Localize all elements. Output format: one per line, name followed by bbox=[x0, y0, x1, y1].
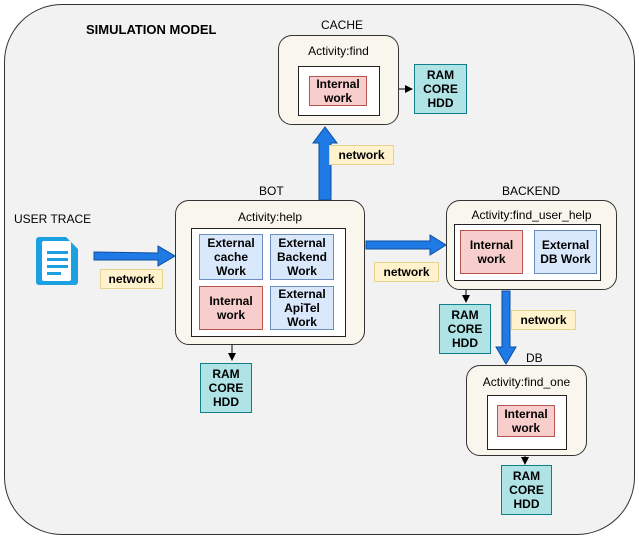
backend-resources: RAM CORE HDD bbox=[439, 304, 491, 354]
backend-external-db-work: External DB Work bbox=[534, 230, 597, 274]
diagram-title: SIMULATION MODEL bbox=[86, 22, 217, 37]
cache-activity-panel: Internal work bbox=[298, 66, 380, 116]
network-label-bot-backend: network bbox=[374, 262, 439, 282]
bot-label: BOT bbox=[259, 184, 284, 198]
db-activity: Activity:find_one bbox=[482, 375, 571, 389]
cache-service: Activity:find Internal work bbox=[278, 35, 399, 125]
arrow-user-to-bot bbox=[93, 245, 176, 267]
bot-internal-work: Internal work bbox=[199, 286, 263, 330]
backend-activity: Activity:find_user_help bbox=[471, 208, 592, 222]
db-activity-panel: Internal work bbox=[487, 395, 567, 450]
db-internal-work: Internal work bbox=[497, 405, 555, 437]
bot-external-backend-work: External Backend Work bbox=[270, 234, 334, 280]
arrow-bot-to-backend bbox=[365, 234, 447, 256]
bot-resources: RAM CORE HDD bbox=[200, 363, 252, 413]
network-label-user-bot: network bbox=[100, 269, 163, 289]
document-icon bbox=[35, 234, 81, 286]
cache-activity: Activity:find bbox=[308, 44, 369, 58]
backend-activity-panel: Internal work External DB Work bbox=[454, 224, 601, 281]
backend-label: BACKEND bbox=[502, 184, 561, 198]
cache-resources: RAM CORE HDD bbox=[414, 64, 467, 114]
arrow-backend-to-db bbox=[495, 290, 517, 365]
cache-internal-work: Internal work bbox=[309, 76, 367, 106]
db-service: Activity:find_one Internal work bbox=[466, 365, 587, 456]
network-label-bot-cache: network bbox=[329, 145, 394, 165]
user-trace-label: USER TRACE bbox=[14, 212, 92, 226]
bot-service: Activity:help External cache Work Extern… bbox=[175, 200, 365, 345]
bot-activity-panel: External cache Work External Backend Wor… bbox=[191, 228, 346, 337]
bot-external-apitel-work: External ApiTel Work bbox=[270, 286, 334, 330]
db-resources: RAM CORE HDD bbox=[501, 465, 552, 515]
bot-external-cache-work: External cache Work bbox=[199, 234, 263, 280]
cache-label: CACHE bbox=[321, 18, 364, 32]
bot-activity: Activity:help bbox=[237, 210, 303, 224]
network-label-backend-db: network bbox=[511, 310, 576, 330]
backend-internal-work: Internal work bbox=[460, 230, 523, 274]
db-label: DB bbox=[526, 351, 543, 365]
backend-service: Activity:find_user_help Internal work Ex… bbox=[446, 200, 617, 290]
